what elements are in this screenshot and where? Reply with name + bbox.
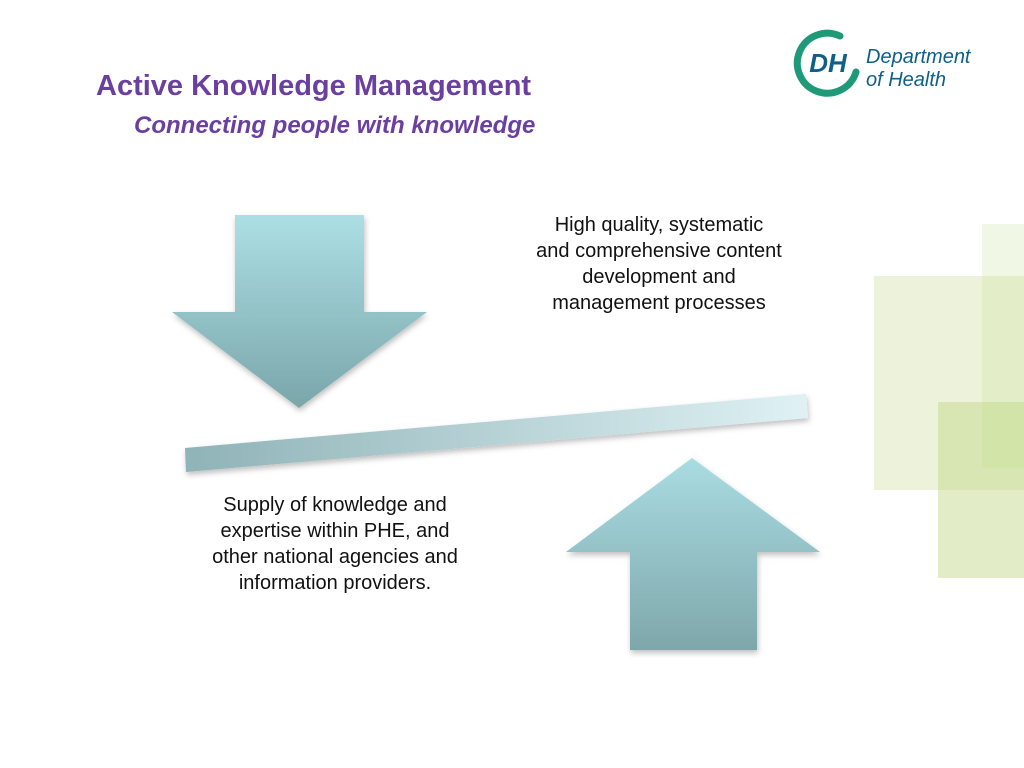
slide-title: Active Knowledge Management (96, 70, 532, 102)
dh-logo: DH Department of Health (792, 26, 1002, 98)
dh-logo-wordmark: Department of Health (866, 46, 971, 92)
bottom-description: Supply of knowledge and expertise within… (212, 494, 458, 594)
balance-beam (185, 394, 808, 472)
decor-square-bottom (938, 402, 1024, 578)
dh-logo-initials: DH (809, 48, 848, 78)
decor-square-top (982, 224, 1024, 468)
up-arrow (566, 458, 820, 650)
dh-logo-line2: of Health (866, 69, 947, 91)
top-description: High quality, systematic and comprehensi… (536, 214, 782, 314)
down-arrow (172, 215, 427, 408)
dh-logo-mark: DH (793, 29, 860, 97)
dh-logo-line1: Department (866, 46, 971, 68)
decor-square-middle (874, 276, 1024, 490)
slide-subtitle: Connecting people with knowledge (134, 112, 536, 139)
